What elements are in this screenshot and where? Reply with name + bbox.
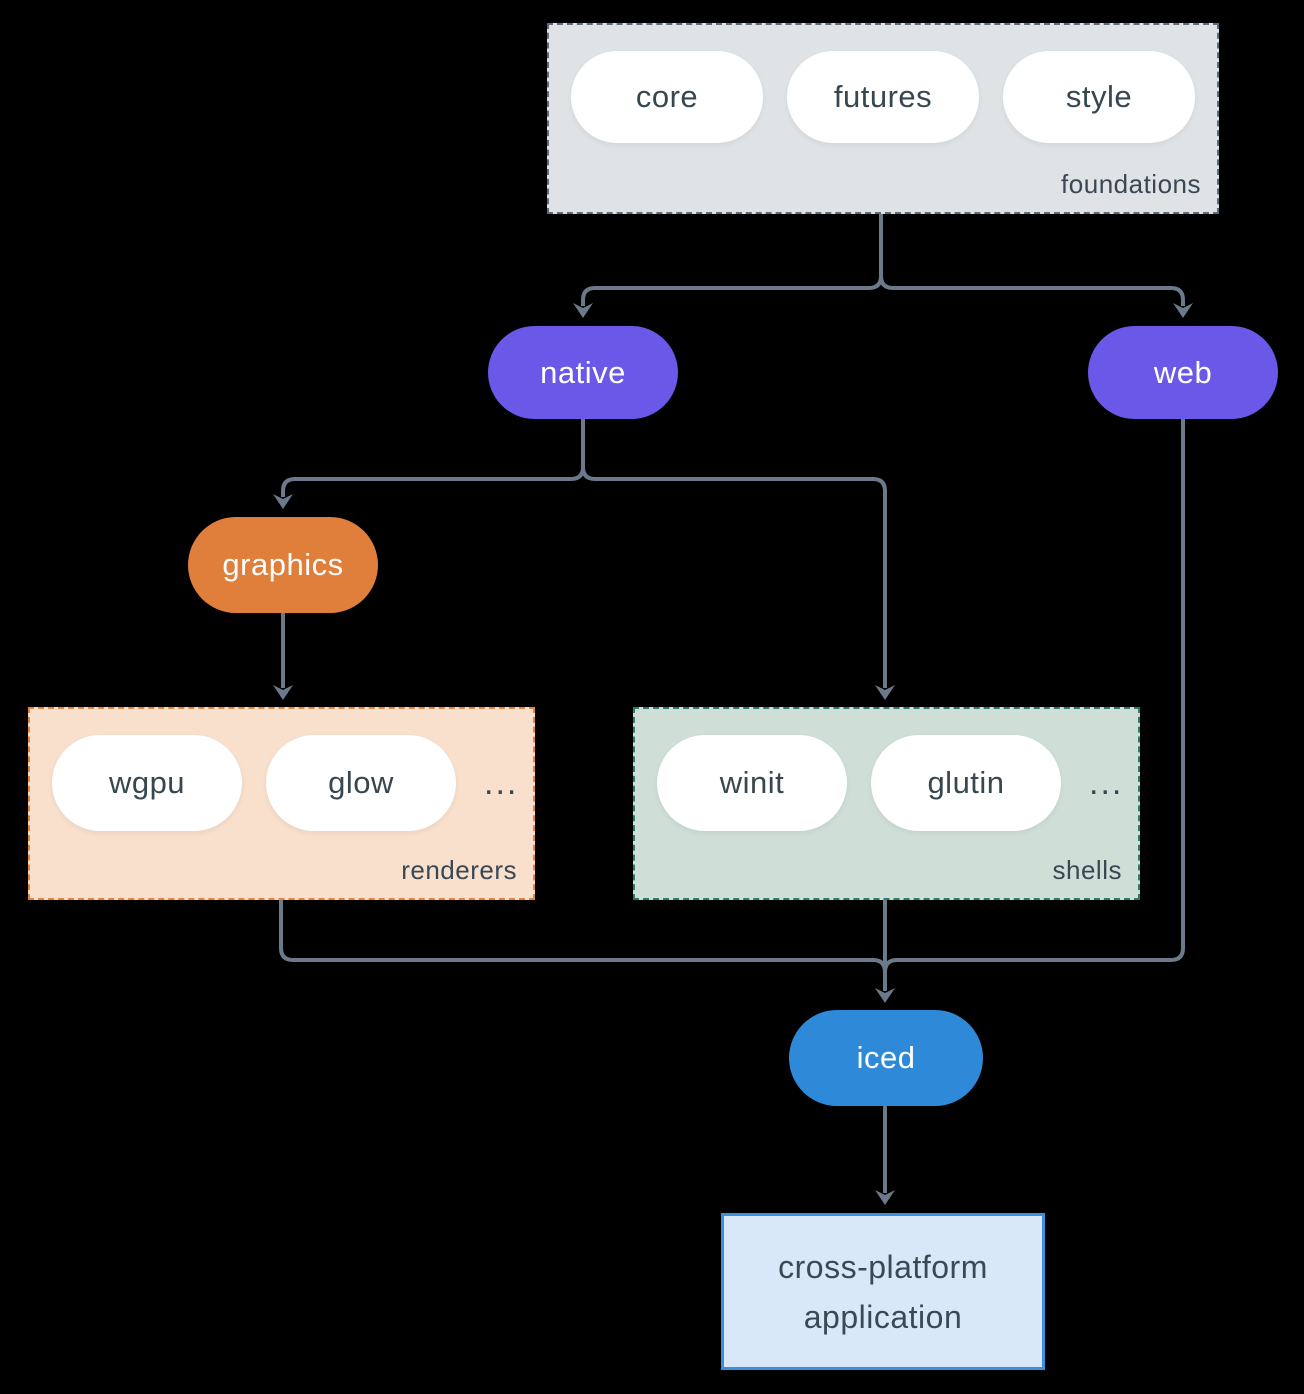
node-native-label: native: [540, 354, 626, 390]
node-iced-label: iced: [856, 1040, 916, 1075]
node-wgpu: wgpu: [52, 735, 242, 831]
node-glow-label: glow: [328, 765, 394, 800]
node-futures-label: futures: [833, 79, 933, 114]
arrow-foundations-to-native: [581, 214, 883, 306]
arrowheads: [273, 303, 1193, 1205]
arrowhead-native: [573, 303, 593, 318]
foundations-group: core futures style foundations: [547, 23, 1219, 214]
node-graphics: graphics: [188, 517, 378, 613]
arrowhead-iced: [875, 988, 895, 1003]
node-glutin: glutin: [871, 735, 1061, 831]
node-glow: glow: [266, 735, 456, 831]
node-style: style: [1003, 51, 1195, 143]
shells-ellipsis: ...: [1089, 763, 1124, 802]
arrow-native-to-shells: [581, 419, 887, 688]
node-graphics-label: graphics: [222, 547, 344, 582]
node-core-label: core: [635, 79, 699, 114]
renderers-ellipsis: ...: [484, 763, 519, 802]
arrowhead-renderers: [273, 685, 293, 700]
renderers-group-label: renderers: [401, 855, 517, 885]
application-label-line1: cross-platform: [778, 1248, 988, 1285]
arrowhead-shells: [875, 685, 895, 700]
arrow-native-to-graphics: [281, 419, 585, 497]
node-style-label: style: [1065, 79, 1133, 114]
node-cross-platform-application: cross-platform application: [721, 1213, 1045, 1370]
foundations-pill-row: core futures style: [571, 51, 1195, 143]
arrowhead-graphics: [273, 494, 293, 509]
shells-group-label: shells: [1052, 855, 1122, 885]
arrowhead-web: [1173, 303, 1193, 318]
node-web: web: [1088, 326, 1278, 419]
node-futures: futures: [787, 51, 979, 143]
arrowhead-application: [875, 1190, 895, 1205]
node-wgpu-label: wgpu: [108, 765, 186, 800]
node-winit: winit: [657, 735, 847, 831]
node-web-label: web: [1153, 354, 1213, 390]
shells-group: winit glutin ... shells: [633, 707, 1140, 900]
node-winit-label: winit: [719, 765, 785, 800]
node-iced: iced: [789, 1010, 983, 1106]
foundations-group-label: foundations: [1061, 169, 1201, 199]
node-glutin-label: glutin: [927, 765, 1005, 800]
arrow-foundations-to-web: [879, 214, 1185, 306]
arrow-renderers-to-merge: [279, 900, 887, 973]
application-label-line2: application: [803, 1298, 963, 1335]
node-core: core: [571, 51, 763, 143]
renderers-group: wgpu glow ... renderers: [28, 707, 535, 900]
shells-pill-row: winit glutin ...: [657, 735, 1123, 831]
renderers-pill-row: wgpu glow ...: [52, 735, 518, 831]
node-native: native: [488, 326, 678, 419]
